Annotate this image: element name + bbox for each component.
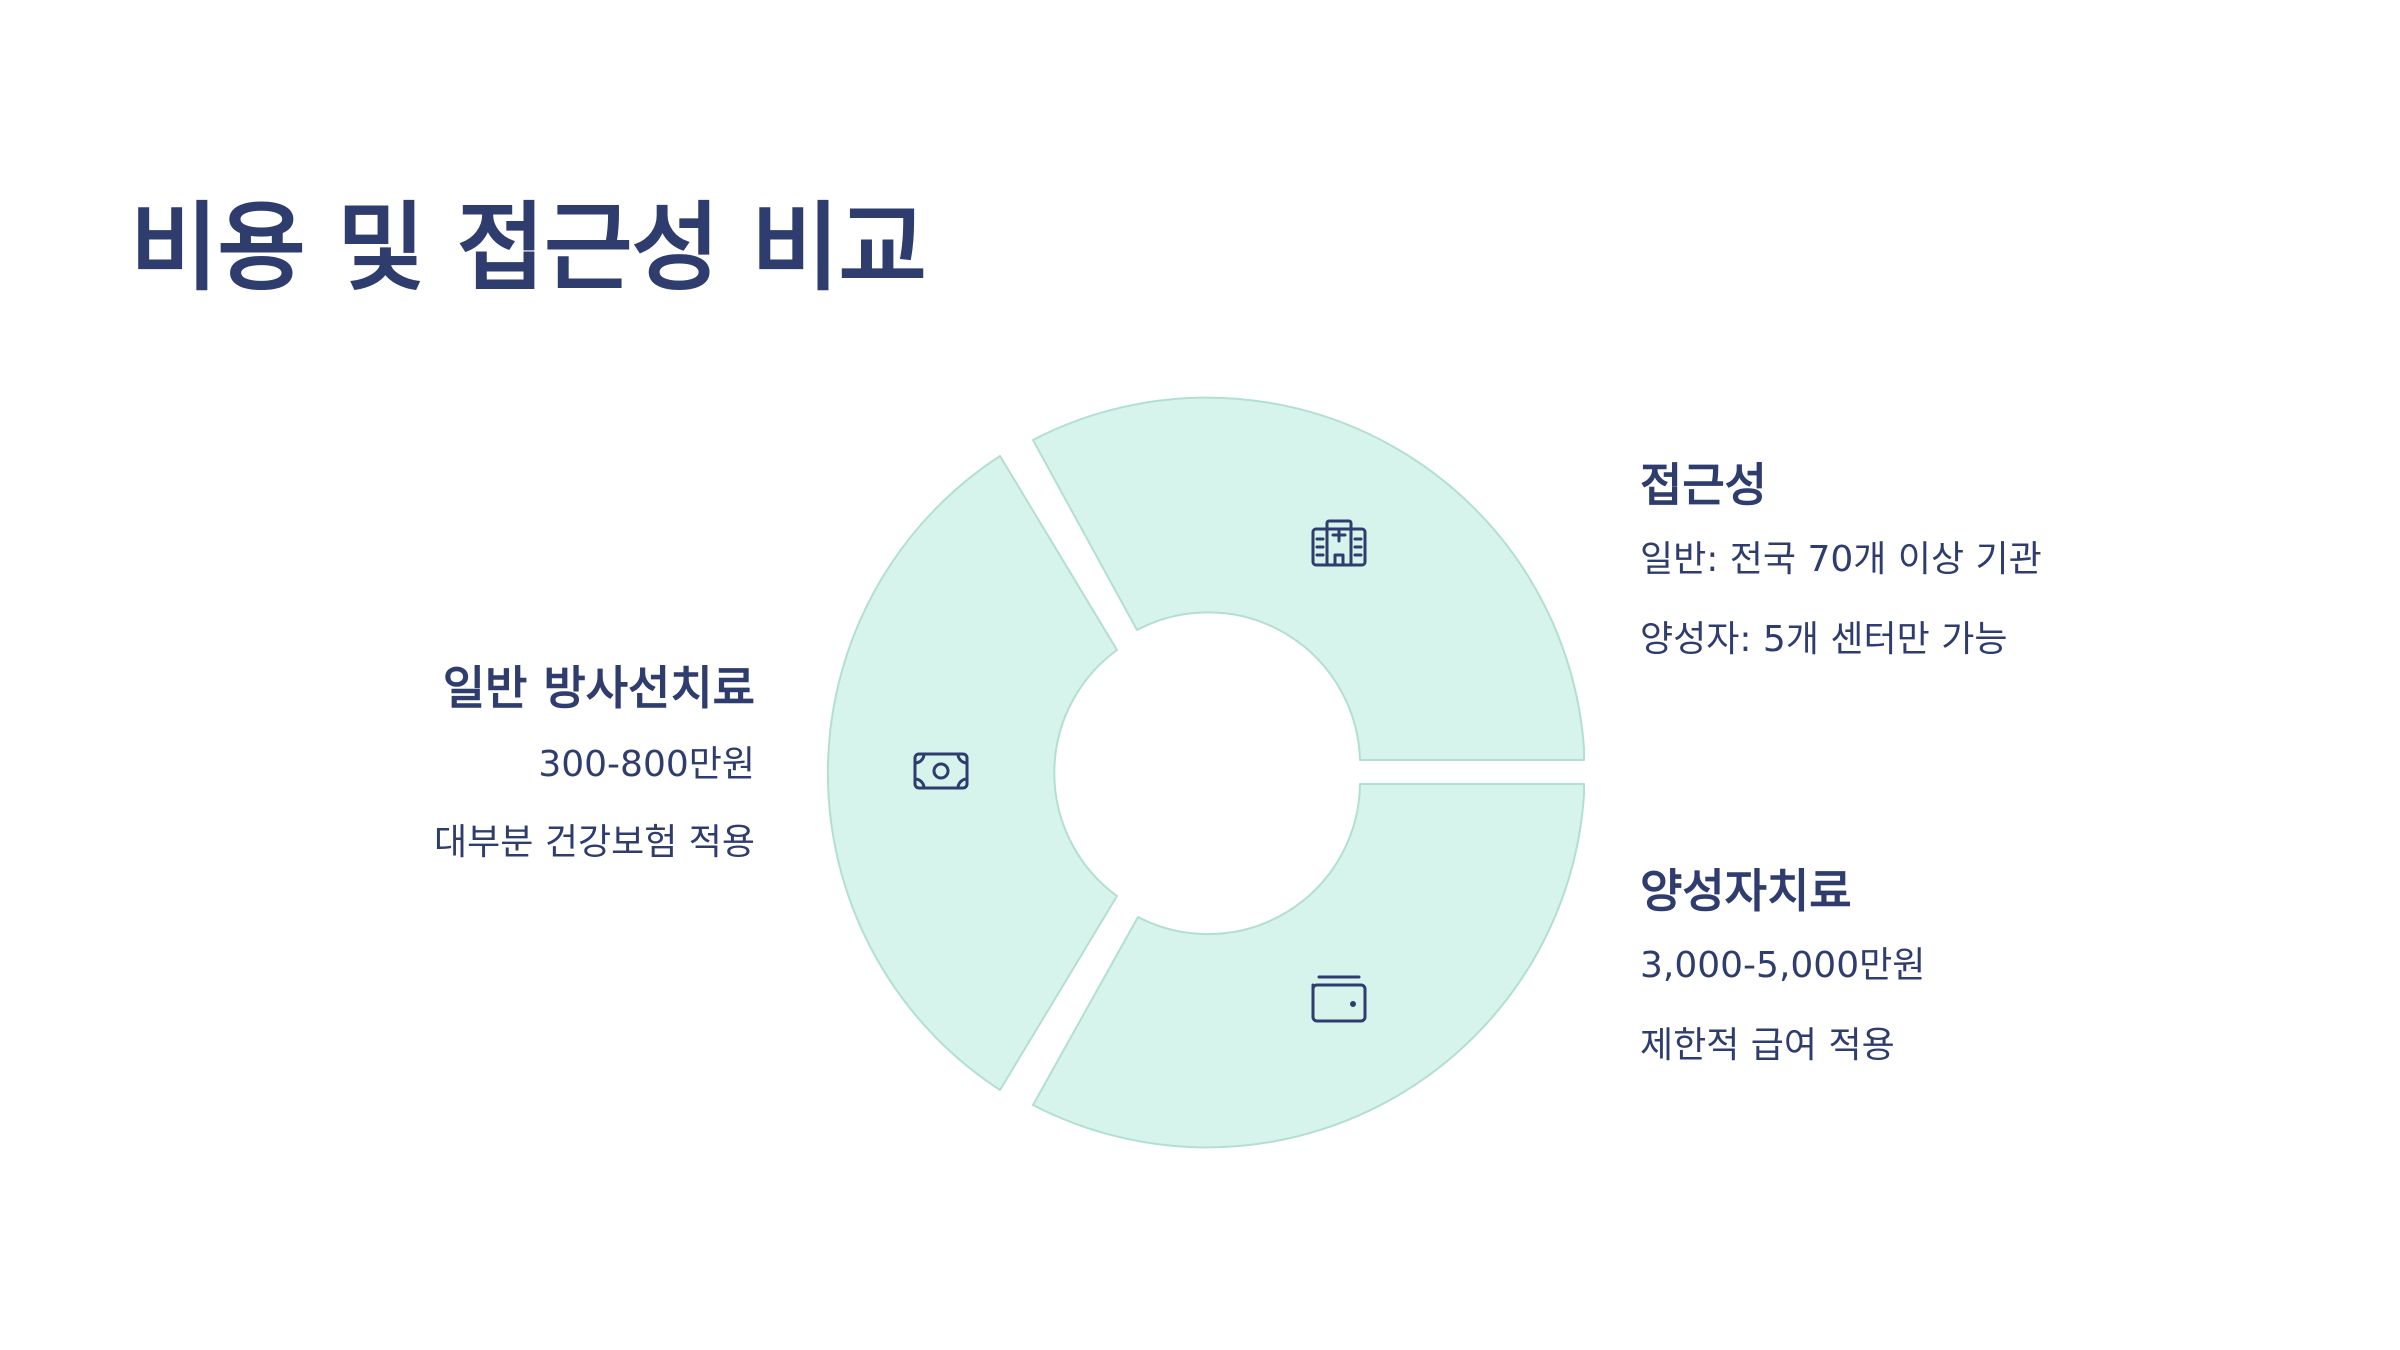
accessibility-line-1: 일반: 전국 70개 이상 기관 bbox=[1640, 539, 2042, 580]
info-proton-therapy: 양성자치료 3,000-5,000만원 제한적 급여 적용 bbox=[1640, 868, 1925, 1064]
info-general-radiation: 일반 방사선치료 300-800만원 대부분 건강보험 적용 bbox=[434, 665, 755, 861]
page-title: 비용 및 접근성 비교 bbox=[130, 192, 927, 304]
segment-proton-therapy[interactable] bbox=[1032, 783, 1585, 1149]
accessibility-heading: 접근성 bbox=[1640, 458, 1767, 512]
accessibility-line-2: 양성자: 5개 센터만 가능 bbox=[1640, 619, 2008, 660]
general-heading: 일반 방사선치료 bbox=[442, 661, 755, 715]
info-accessibility: 접근성 일반: 전국 70개 이상 기관 양성자: 5개 센터만 가능 bbox=[1640, 462, 2042, 658]
wallet-icon bbox=[1311, 975, 1367, 1023]
segment-accessibility[interactable] bbox=[1032, 396, 1585, 761]
proton-heading: 양성자치료 bbox=[1640, 864, 1852, 918]
hospital-icon bbox=[1311, 519, 1367, 567]
general-line-2: 대부분 건강보험 적용 bbox=[434, 822, 755, 863]
proton-line-1: 3,000-5,000만원 bbox=[1640, 945, 1926, 986]
segment-general-radiation[interactable] bbox=[826, 455, 1118, 1091]
banknote-icon bbox=[913, 752, 969, 790]
general-line-1: 300-800만원 bbox=[538, 744, 755, 785]
proton-line-2: 제한적 급여 적용 bbox=[1640, 1025, 1895, 1066]
